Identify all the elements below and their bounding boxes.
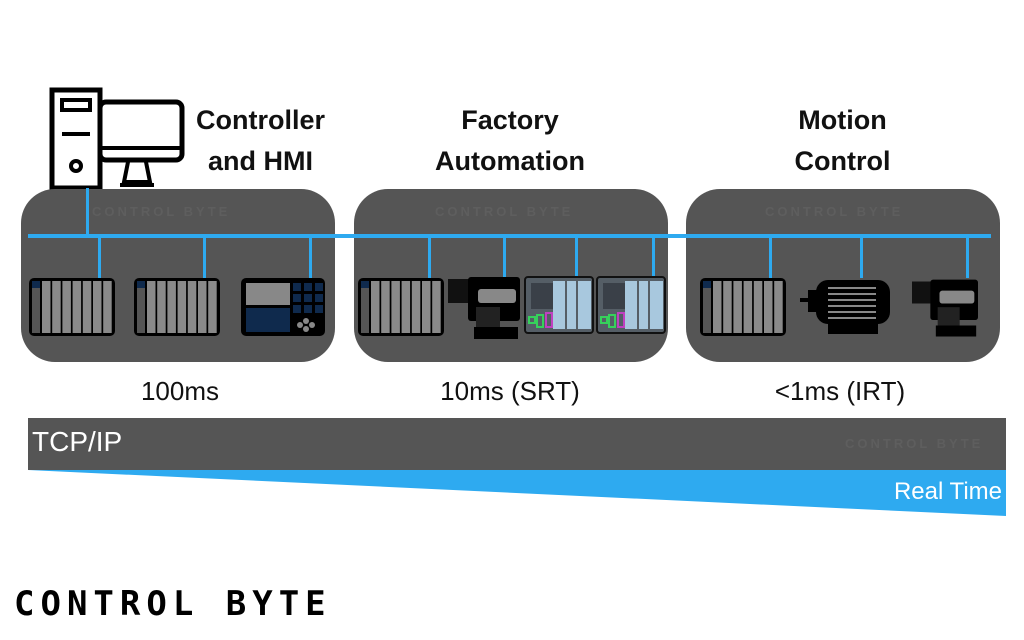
plc-rack-icon bbox=[134, 278, 220, 336]
zone-title-controller-hmi: Controller and HMI bbox=[188, 100, 333, 182]
real-time-label: Real Time bbox=[893, 478, 1002, 505]
zone-title-line2: Automation bbox=[435, 146, 585, 176]
bus-drop bbox=[652, 236, 655, 278]
s7-plc-icon bbox=[596, 276, 666, 334]
plc-rack-icon bbox=[700, 278, 786, 336]
bus-drop bbox=[428, 236, 431, 278]
bus-drop-computer bbox=[86, 188, 89, 236]
zone-title-motion-control: Motion Control bbox=[760, 100, 925, 182]
zone-title-line1: Motion bbox=[798, 105, 887, 135]
computer-icon bbox=[49, 87, 185, 191]
s7-plc-icon bbox=[524, 276, 594, 334]
electric-motor-icon bbox=[800, 280, 890, 334]
control-byte-logo: CONTROL BYTE bbox=[14, 584, 332, 624]
bus-drop bbox=[98, 236, 101, 278]
zone-title-line2: Control bbox=[794, 146, 891, 176]
bus-drop bbox=[860, 236, 863, 278]
bus-drop bbox=[203, 236, 206, 278]
timing-label: <1ms (IRT) bbox=[774, 376, 906, 406]
timing-label: 10ms (SRT) bbox=[440, 376, 580, 406]
watermark: CONTROL BYTE bbox=[845, 436, 984, 451]
watermark: CONTROL BYTE bbox=[765, 204, 904, 219]
servo-drive-icon bbox=[912, 279, 978, 337]
tcp-ip-bar bbox=[28, 418, 1006, 470]
watermark: CONTROL BYTE bbox=[435, 204, 574, 219]
plc-rack-icon bbox=[358, 278, 444, 336]
bus-drop bbox=[769, 236, 772, 278]
zone-title-factory-automation: Factory Automation bbox=[410, 100, 610, 182]
servo-drive-icon bbox=[448, 277, 520, 339]
plc-rack-icon bbox=[29, 278, 115, 336]
timing-label: 100ms bbox=[140, 376, 220, 406]
bus-drop bbox=[575, 236, 578, 278]
network-bus-line bbox=[28, 234, 991, 238]
zone-title-line2: and HMI bbox=[208, 146, 313, 176]
watermark: CONTROL BYTE bbox=[92, 204, 231, 219]
tcp-ip-label: TCP/IP bbox=[32, 426, 123, 457]
bus-drop bbox=[309, 236, 312, 278]
bus-drop bbox=[503, 236, 506, 278]
zone-title-line1: Controller bbox=[195, 105, 325, 135]
bus-drop bbox=[966, 236, 969, 278]
zone-title-line1: Factory bbox=[461, 105, 559, 135]
hmi-panel-icon bbox=[241, 278, 325, 336]
